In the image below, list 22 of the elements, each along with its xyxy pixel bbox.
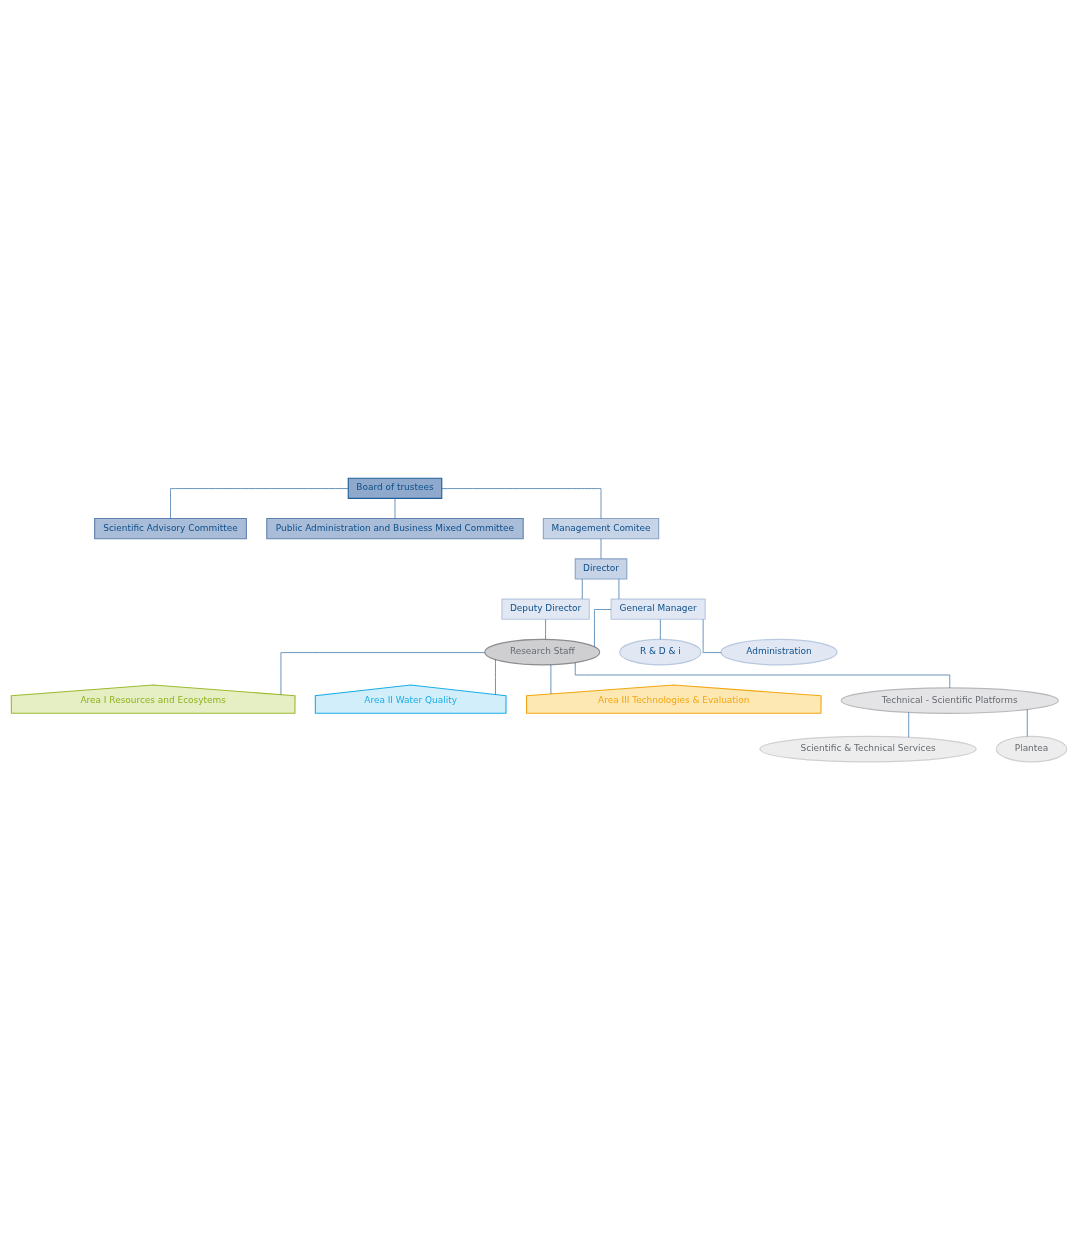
- node-box: Board of trustees: [347, 477, 443, 499]
- node-box: Director: [574, 558, 628, 580]
- node-ellipse: Technical - Scientific Platforms: [840, 687, 1059, 714]
- node-ellipse: R & D & i: [619, 638, 702, 666]
- node-box: Public Administration and Business Mixed Committee: [266, 518, 524, 540]
- node-ellipse: Plantea: [995, 735, 1068, 763]
- connector: [441, 488, 602, 519]
- node-box: Management Comitee: [542, 518, 660, 540]
- connector: [702, 619, 722, 653]
- connector: [594, 609, 612, 648]
- connector: [394, 498, 396, 519]
- connector: [495, 659, 496, 695]
- connector: [545, 619, 546, 640]
- connector: [170, 488, 349, 519]
- connector: [280, 652, 486, 695]
- node-ellipse: Scientific & Technical Services: [759, 735, 977, 763]
- node-box: Scientific Advisory Committee: [94, 518, 247, 540]
- connector: [660, 619, 661, 640]
- node-box: General Manager: [610, 598, 706, 620]
- node-ellipse: Research Staff: [484, 638, 601, 666]
- node-ellipse: Administration: [720, 638, 838, 666]
- node-box: Deputy Director: [501, 598, 590, 620]
